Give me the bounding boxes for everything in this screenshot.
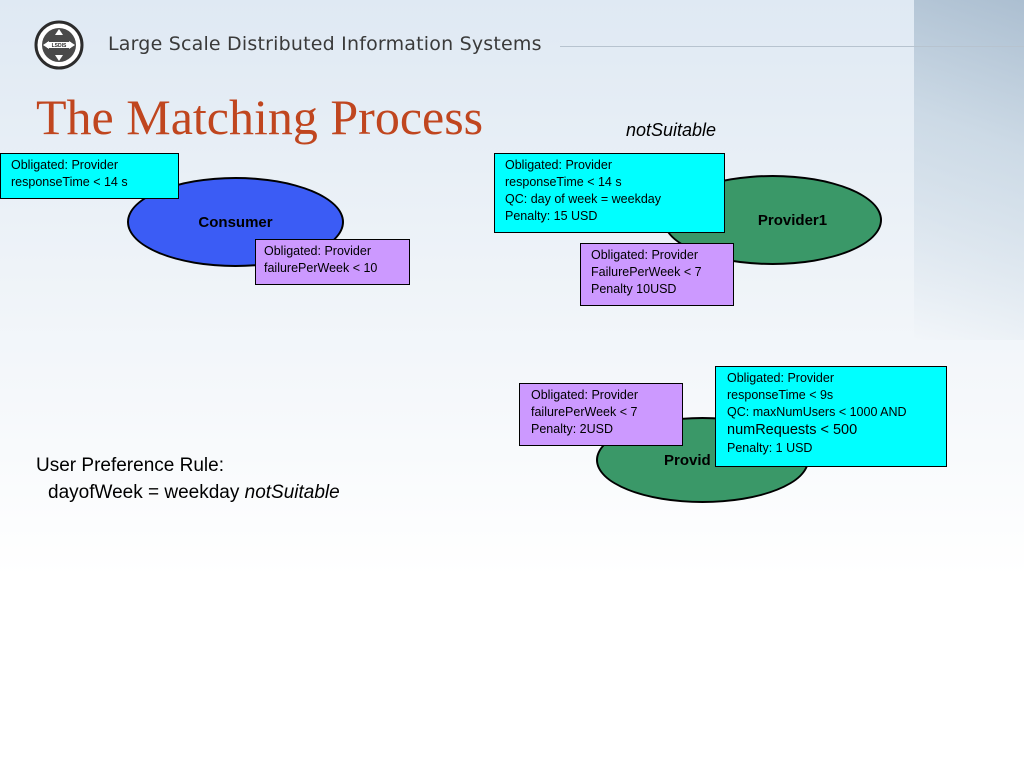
- provider1-obligation-response-box: Obligated: Provider responseTime < 14 s …: [494, 153, 725, 233]
- header-title: Large Scale Distributed Information Syst…: [108, 33, 542, 55]
- lsdis-logo: LSDIS: [34, 20, 84, 70]
- box-line: QC: day of week = weekday: [505, 192, 661, 206]
- background-texture: [994, 30, 1024, 144]
- background-decoration: [914, 0, 1024, 340]
- provider1-obligation-failure-box: Obligated: Provider FailurePerWeek < 7 P…: [580, 243, 734, 306]
- box-line: numRequests < 500: [727, 422, 858, 438]
- box-line: responseTime < 14 s: [505, 175, 622, 189]
- consumer-obligation-failure-box: Obligated: Provider failurePerWeek < 10: [255, 239, 410, 285]
- box-line: Obligated: Provider: [264, 244, 372, 258]
- slide-title: The Matching Process: [36, 89, 484, 145]
- box-line: Penalty 10USD: [591, 282, 677, 296]
- box-line: Obligated: Provider: [505, 158, 613, 172]
- provider2-obligation-failure-box: Obligated: Provider failurePerWeek < 7 P…: [519, 383, 683, 446]
- consumer-obligation-response-box: Obligated: Provider responseTime < 14 s: [0, 153, 179, 199]
- user-preference-heading: User Preference Rule:: [36, 455, 224, 476]
- provider2-label: Provid: [664, 451, 711, 469]
- box-line: failurePerWeek < 10: [264, 261, 378, 275]
- not-suitable-label: notSuitable: [626, 120, 717, 140]
- box-line: Penalty: 15 USD: [505, 209, 598, 223]
- user-preference-rule: User Preference Rule: dayofWeek = weekda…: [36, 452, 340, 506]
- svg-text:LSDIS: LSDIS: [52, 43, 67, 49]
- consumer-label: Consumer: [198, 213, 273, 231]
- provider2-obligation-response-box: Obligated: Provider responseTime < 9s QC…: [715, 366, 947, 467]
- box-line: failurePerWeek < 7: [531, 405, 638, 419]
- box-line: responseTime < 9s: [727, 388, 834, 402]
- box-line: responseTime < 14 s: [11, 175, 128, 189]
- box-line: QC: maxNumUsers < 1000 AND: [727, 405, 907, 419]
- user-preference-line: dayofWeek = weekday notSuitable: [36, 479, 340, 506]
- provider1-label: Provider1: [757, 211, 828, 229]
- box-line: Obligated: Provider: [531, 388, 639, 402]
- user-preference-rule-text: dayofWeek = weekday: [48, 482, 240, 503]
- header-divider: [560, 46, 1024, 47]
- box-line: Obligated: Provider: [727, 371, 835, 385]
- box-line: Penalty: 2USD: [531, 422, 613, 436]
- box-line: Penalty: 1 USD: [727, 441, 813, 455]
- box-line: Obligated: Provider: [11, 158, 119, 172]
- box-line: FailurePerWeek < 7: [591, 265, 702, 279]
- user-preference-result: notSuitable: [244, 482, 340, 503]
- box-line: Obligated: Provider: [591, 248, 699, 262]
